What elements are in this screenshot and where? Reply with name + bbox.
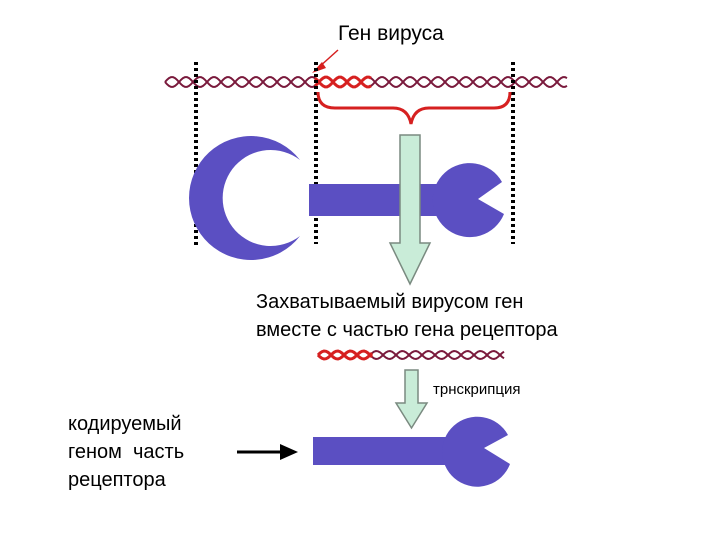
capture-arrow [388,134,432,286]
receptor-part-stem [313,437,458,465]
receptor-crescent [189,136,300,260]
captured-gene-caption-line2: вместе с частью гена рецептора [256,319,558,341]
receptor-molecule [189,136,504,260]
dna-helix-captured [316,349,505,361]
captured-virus-strand-b [316,349,374,361]
encoded-part-label-line3: рецептора [68,469,166,491]
virus-gene-strand-b [314,75,372,89]
receptor-part-head [442,416,510,487]
pointer-arrow-head [280,444,298,460]
transcription-arrow [394,369,429,430]
virus-gene-label: Ген вируса [338,22,444,45]
encoded-part-label-line2: геном часть [68,441,185,463]
encoded-part-label-line1: кодируемый [68,413,182,435]
transcription-label: трнскрипция [433,381,521,398]
receptor-head [432,163,504,238]
captured-region-brace [316,91,512,125]
receptor-part [313,416,510,487]
dna-helix-top [164,75,568,89]
receptor-stem [309,184,457,216]
captured-gene-caption-line1: Захватываемый вирусом ген [256,291,524,313]
